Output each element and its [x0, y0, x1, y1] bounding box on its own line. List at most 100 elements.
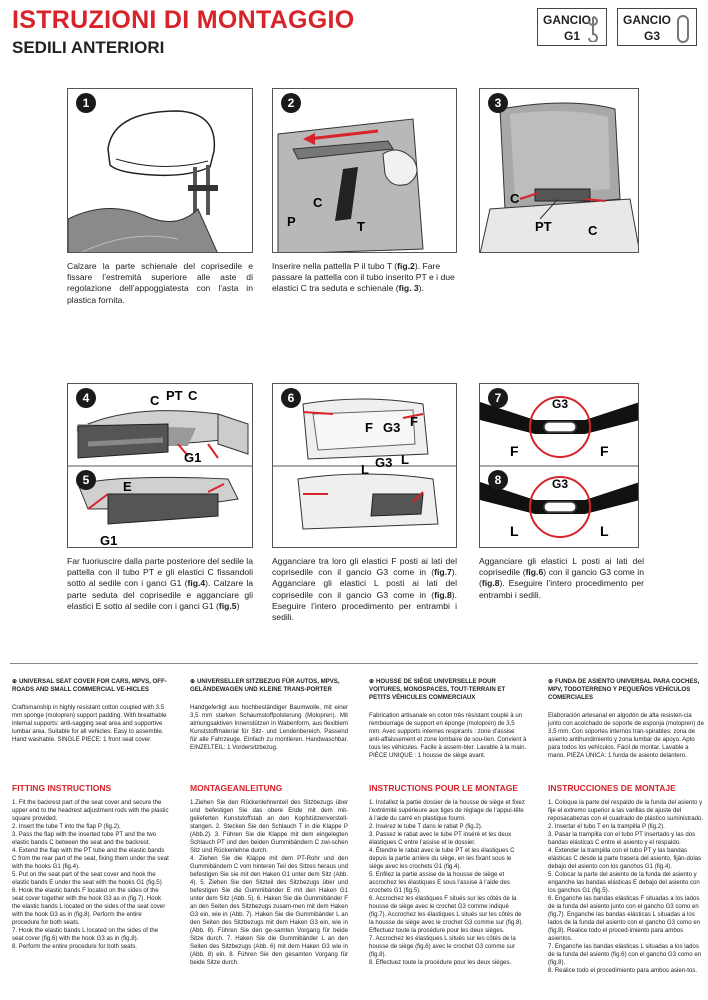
- caption-text: ). Fare passare la pattella con il tubo …: [272, 261, 455, 294]
- figure-number: 6: [288, 391, 295, 405]
- caption-text: ).: [418, 283, 424, 294]
- instructions-steps: 1. Installez la partie dossier de la hou…: [369, 799, 527, 967]
- instructions-heading: FITTING INSTRUCTIONS: [12, 783, 112, 793]
- column-french: ⊕HOUSSE DE SIÈGE UNIVERSELLE POUR VOITUR…: [369, 678, 527, 966]
- figure-label: G3: [375, 455, 392, 470]
- instructions-steps: 1.Ziehen Sie den Rückenlehnenteil des Si…: [190, 799, 348, 967]
- figure-6: 6 F G3 F L G3 L: [272, 383, 457, 548]
- hook-g1-icon: [588, 16, 598, 42]
- step: 2. Insertar el tubo T en la trampilla P …: [548, 823, 665, 830]
- caption-fig-2-3: Inserire nella pattella P il tubo T (fig…: [272, 261, 472, 295]
- figure-4-5: 4 5 C PT C G1 E G1: [67, 383, 253, 548]
- caption-text: ). Agganciare gli elastici L posti ai la…: [272, 567, 457, 600]
- figure-label: L: [401, 452, 409, 467]
- figure-label: P: [287, 214, 296, 229]
- figure-number-badge: [281, 388, 301, 408]
- step: 1. Installez la partie dossier de la hou…: [369, 799, 525, 822]
- column-heading: ⊕HOUSSE DE SIÈGE UNIVERSELLE POUR VOITUR…: [369, 678, 506, 701]
- figure-label: C: [588, 223, 598, 238]
- step: 4. Ziehen Sie die Klappe mit dem PT-Rohr…: [190, 855, 348, 966]
- column-intro: Fabrication artisanale en coton très rés…: [369, 712, 527, 759]
- column-intro: Elaboración artesanal en algodón de alta…: [548, 712, 704, 759]
- figure-1: 1: [67, 88, 253, 253]
- figure-3: 3 C PT C: [479, 88, 639, 253]
- caption-ref: fig.8: [434, 589, 452, 600]
- caption-ref: fig.8: [481, 578, 500, 589]
- column-spanish: ⊕FUNDA DE ASIENTO UNIVERSAL PARA COCHES,…: [548, 678, 706, 974]
- instructions-steps: 1. Coloque la parte del respaldo de la f…: [548, 799, 706, 975]
- instructions-heading: INSTRUCCIONES DE MONTAJE: [548, 783, 676, 793]
- figure-label: C: [510, 191, 520, 206]
- figure-number: 5: [83, 473, 90, 487]
- step: 1. Fit the backrest part of the seat cov…: [12, 799, 169, 822]
- page-title: ISTRUZIONI DI MONTAGGIO: [12, 6, 355, 34]
- figure-number-badge: [76, 93, 96, 113]
- caption-ref: fig. 3: [398, 283, 419, 294]
- figure-number-badge: [488, 93, 508, 113]
- hook-g3-badge: GANCIO G3: [617, 8, 697, 46]
- step: 3. Pasar la trampilla con el tubo PT ins…: [548, 831, 696, 846]
- es-flag-icon: ⊕: [548, 679, 554, 685]
- figure-label: G3: [552, 397, 568, 411]
- step: 6. Hook the elastic bands F located on t…: [12, 887, 166, 926]
- instructions-heading: MONTAGEANLEITUNG: [190, 783, 283, 793]
- instructions-heading: INSTRUCTIONS POUR LE MONTAGE: [369, 783, 519, 793]
- caption-text: Agganciare gli elastici L posti ai lati …: [479, 556, 644, 578]
- hook-g1-code: G1: [564, 29, 581, 43]
- figure-label: F: [510, 443, 519, 459]
- figure-label: C: [150, 393, 160, 408]
- step: 8. Realice todo el procedimiento para am…: [548, 967, 698, 974]
- step: 5. Put on the seat part of the seat cove…: [12, 871, 162, 886]
- instructions-steps: 1. Fit the backrest part of the seat cov…: [12, 799, 170, 951]
- caption-text: Eseguire l’intero procedimento per entra…: [479, 578, 645, 600]
- figure-number: 2: [288, 96, 295, 110]
- step: 3. Passez le rabat avec le tube PT insér…: [369, 831, 512, 846]
- step: 6. Accrochez les élastiques F situés sur…: [369, 895, 524, 934]
- de-flag-icon: ⊕: [190, 679, 196, 685]
- figure-7-8: 7 8 G3 F F G3 L L: [479, 383, 639, 548]
- step: 7. Accrochez les élastiques L situés sur…: [369, 935, 516, 958]
- figure-label: L: [510, 523, 519, 539]
- hook-g1-label: GANCIO: [543, 13, 591, 27]
- step: 5. Colocar la parte del asiento de la fu…: [548, 871, 700, 894]
- caption-fig-6: Agganciare tra loro gli elastici F posti…: [272, 556, 457, 623]
- column-german: ⊕UNIVERSELLER SITZBEZUG FÜR AUTOS, MPVS,…: [190, 678, 348, 966]
- figure-label: PT: [535, 219, 552, 234]
- column-heading: ⊕UNIVERSAL SEAT COVER FOR CARS, MPVS, OF…: [12, 678, 167, 693]
- column-intro: Handgefertigt aus hochbeständiger Baumwo…: [190, 704, 348, 751]
- figure-number: 8: [495, 473, 502, 487]
- uk-flag-icon: ⊕: [12, 679, 18, 685]
- step: 4. Extend the flap with the PT tube and …: [12, 847, 169, 870]
- figure-number-badge: [76, 388, 96, 408]
- figure-label: C: [313, 195, 323, 210]
- column-english: ⊕UNIVERSAL SEAT COVER FOR CARS, MPVS, OF…: [12, 678, 170, 950]
- caption-ref: fig.5: [218, 600, 237, 611]
- figure-number: 3: [495, 96, 502, 110]
- figure-label: F: [600, 443, 609, 459]
- figure-number-badge: [488, 470, 508, 490]
- caption-ref: fig.2: [397, 261, 415, 271]
- figure-label: T: [357, 219, 365, 234]
- caption-ref: fig.7: [434, 567, 452, 578]
- step: 2. Insert the tube T into the flap P (fi…: [12, 823, 121, 830]
- caption-text: ). Calzare la parte seduta del coprisedi…: [67, 578, 254, 611]
- figure-label: G3: [552, 477, 568, 491]
- caption-text: ) con il gancio G3 come in (: [479, 567, 644, 589]
- caption-text: Agganciare tra loro gli elastici F posti…: [272, 556, 457, 578]
- figure-label: G1: [184, 450, 201, 465]
- hook-g3-icon: [677, 15, 689, 43]
- fr-flag-icon: ⊕: [369, 679, 375, 685]
- page-subtitle: SEDILI ANTERIORI: [12, 38, 165, 57]
- hook-g3-code: G3: [644, 29, 661, 43]
- step: 7. Enganche las bandas elásticas L situa…: [548, 943, 702, 966]
- step: 8. Effectuez toute la procédure pour les…: [369, 959, 512, 966]
- figure-label: C: [188, 388, 198, 403]
- column-heading: ⊕FUNDA DE ASIENTO UNIVERSAL PARA COCHES,…: [548, 678, 700, 701]
- step: 6. Enganche las bandas elásticas F situa…: [548, 895, 701, 942]
- column-heading: ⊕UNIVERSELLER SITZBEZUG FÜR AUTOS, MPVS,…: [190, 678, 340, 693]
- figure-number: 4: [83, 391, 90, 405]
- figure-number-badge: [488, 388, 508, 408]
- step: 4. Étendre le rabat avec le tube PT et l…: [369, 847, 515, 870]
- figure-label: PT: [166, 388, 183, 403]
- figure-number: 7: [495, 391, 502, 405]
